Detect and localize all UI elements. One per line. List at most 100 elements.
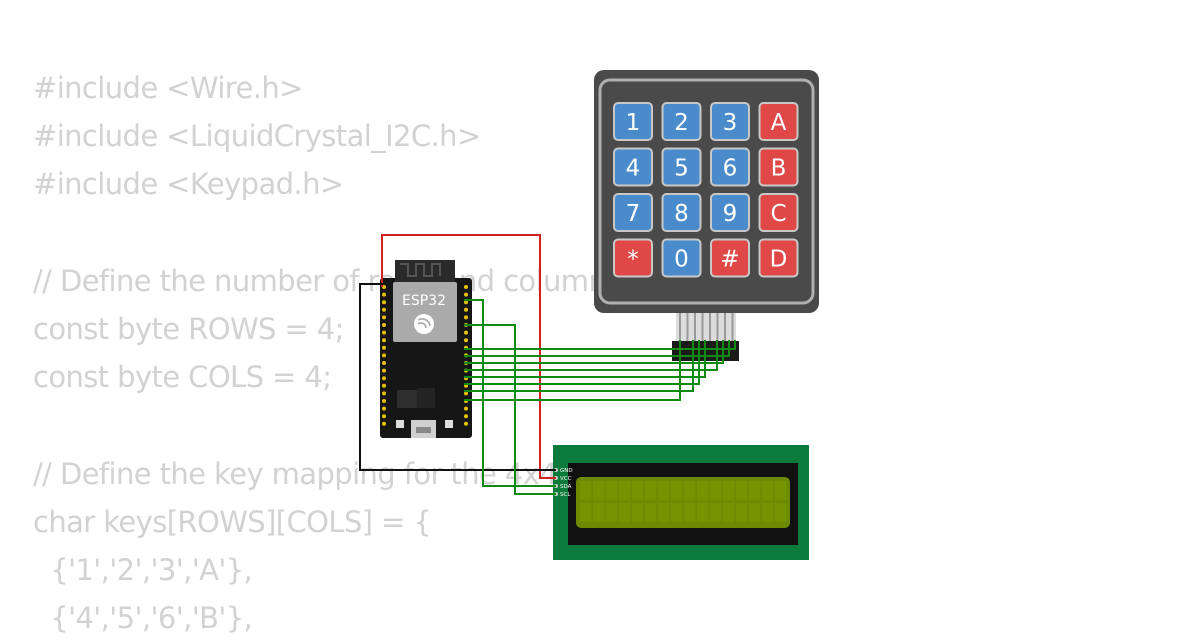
esp32-chip: [397, 390, 417, 408]
keypad-key-label: 8: [674, 201, 689, 227]
keypad-key-face: [613, 238, 653, 278]
code-line: #include <Wire.h>: [33, 71, 303, 105]
keypad-key-label: 1: [626, 110, 641, 136]
esp32-pin[interactable]: [382, 323, 386, 327]
esp32-pin[interactable]: [382, 391, 386, 396]
keypad-key[interactable]: A: [758, 102, 799, 141]
esp32-pin[interactable]: [382, 353, 386, 358]
esp32-pin[interactable]: [382, 300, 386, 305]
esp32-pin[interactable]: [382, 338, 386, 343]
esp32-pin[interactable]: [382, 292, 386, 297]
esp32-pin[interactable]: [464, 414, 468, 419]
keypad-key-label: 2: [674, 110, 689, 136]
esp32-pin[interactable]: [464, 406, 468, 411]
esp32-pin[interactable]: [464, 292, 468, 297]
esp32-pin[interactable]: [464, 315, 468, 320]
keypad-key-face: [661, 193, 702, 232]
lcd-pin-label: GND: [560, 468, 573, 474]
keypad-key[interactable]: C: [758, 193, 799, 232]
keypad-wire-4: [464, 340, 718, 371]
esp32-pin[interactable]: [382, 345, 386, 350]
keypad-key[interactable]: B: [758, 147, 799, 187]
keypad-wire-8: [464, 340, 681, 401]
esp32-pin[interactable]: [464, 300, 468, 305]
keypad-key[interactable]: 2: [661, 102, 702, 141]
keypad-key-label: 4: [626, 156, 641, 182]
keypad-key-face: [758, 238, 799, 278]
keypad-key[interactable]: 8: [661, 193, 702, 232]
keypad-key-face: [710, 102, 750, 141]
keypad-key[interactable]: 7: [613, 193, 653, 232]
keypad-key[interactable]: 6: [710, 147, 750, 187]
esp32-pin[interactable]: [464, 391, 468, 396]
keypad-key[interactable]: 0: [661, 238, 702, 278]
keypad-wire-2: [464, 340, 730, 357]
code-line: #include <Keypad.h>: [33, 167, 344, 202]
esp32-pin[interactable]: [382, 330, 386, 335]
keypad-key-face: [661, 102, 702, 141]
code-line: {'1','2','3','A'},: [33, 552, 253, 587]
esp32-pin[interactable]: [382, 368, 386, 373]
keypad-key-face: [710, 193, 750, 232]
esp32-label: ESP32: [402, 293, 446, 309]
keypad-key-label: 7: [626, 201, 641, 227]
keypad-key[interactable]: *: [613, 238, 653, 278]
esp32-pin[interactable]: [382, 406, 386, 411]
keypad-key-face: [758, 102, 799, 141]
keypad-wire-7: [464, 340, 694, 392]
keypad-key-label: *: [627, 247, 639, 273]
lcd-pin-label: SCL: [560, 492, 571, 498]
lcd-character-cells: [580, 481, 787, 522]
scl-wire: [464, 324, 556, 495]
lcd-pin-label: VCC: [560, 476, 572, 482]
esp32-pin[interactable]: [464, 307, 468, 312]
keypad-key[interactable]: 1: [613, 102, 653, 141]
code-line: const byte COLS = 4;: [33, 360, 332, 395]
code-line: char keys[ROWS][COLS] = {: [33, 504, 432, 539]
esp32-pin[interactable]: [382, 315, 386, 320]
esp32-pin[interactable]: [382, 307, 386, 312]
keypad-key[interactable]: 4: [613, 147, 653, 187]
esp32-board[interactable]: ESP32: [380, 260, 472, 438]
keypad-key-face: [710, 238, 750, 278]
code-line: const byte ROWS = 4;: [33, 311, 344, 346]
keypad-key[interactable]: D: [758, 238, 799, 278]
keypad-key-label: B: [771, 156, 787, 182]
boot-button[interactable]: [396, 420, 404, 428]
lcd-1602-i2c[interactable]: GND VCC SDA SCL: [553, 445, 809, 560]
keypad-key-face: [661, 147, 702, 187]
esp32-pin[interactable]: [382, 361, 386, 365]
keypad-key-face: [710, 147, 750, 187]
keypad-key-label: D: [770, 247, 788, 273]
code-line: {'4','5','6','B'},: [33, 601, 253, 636]
esp32-pin[interactable]: [382, 414, 386, 419]
lcd-pin-label: SDA: [560, 484, 572, 490]
esp32-pin[interactable]: [464, 338, 468, 343]
esp32-pin[interactable]: [464, 285, 468, 289]
keypad-key-label: A: [771, 110, 787, 136]
esp32-pin[interactable]: [382, 421, 386, 426]
keypad-wire-3: [464, 340, 724, 364]
keypad-key-face: [613, 147, 653, 187]
keypad-key[interactable]: 3: [710, 102, 750, 141]
keypad-key[interactable]: 5: [661, 147, 702, 187]
espressif-logo-icon: [414, 314, 434, 334]
keypad-key[interactable]: #: [710, 238, 750, 278]
esp32-pin[interactable]: [382, 376, 386, 381]
keypad-frame: [598, 78, 815, 305]
esp32-pin[interactable]: [464, 421, 468, 426]
reset-button[interactable]: [445, 420, 453, 428]
esp32-pin[interactable]: [464, 330, 468, 335]
keypad-key-face: [613, 102, 653, 141]
code-line: #include <LiquidCrystal_I2C.h>: [33, 119, 481, 154]
keypad-key-label: 6: [723, 156, 738, 182]
wires: [359, 234, 736, 495]
antenna-trace: [400, 263, 441, 277]
esp32-module: [393, 282, 457, 342]
esp32-pin[interactable]: [382, 383, 386, 388]
keypad-key-label: #: [720, 247, 739, 273]
keypad-key[interactable]: 9: [710, 193, 750, 232]
esp32-pin[interactable]: [382, 399, 386, 403]
